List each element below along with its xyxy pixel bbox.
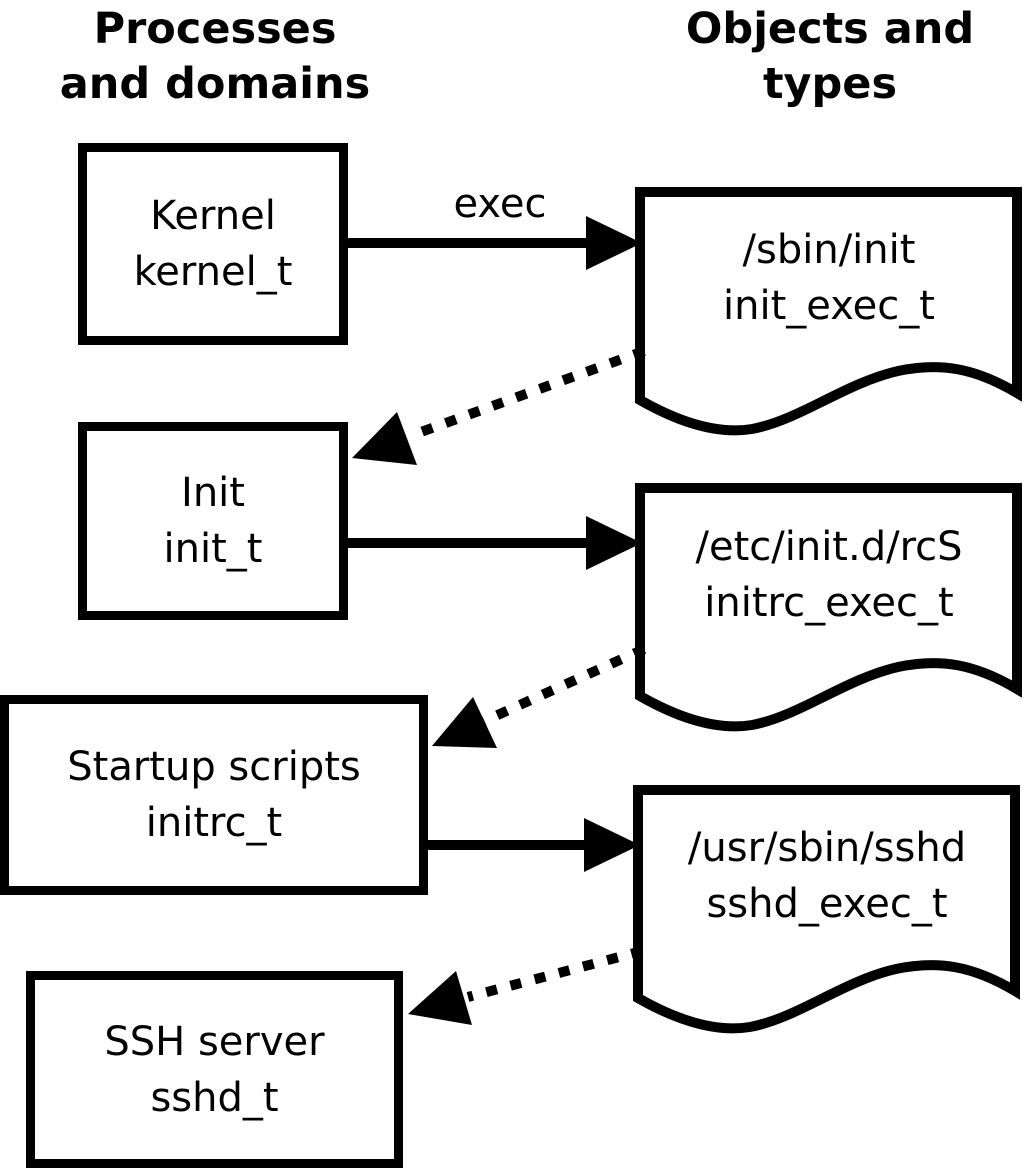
solid-arrow-initrc-to-sshd bbox=[427, 818, 640, 872]
dotted-arrow-rcs-to-initrc bbox=[432, 644, 647, 748]
header-line: Processes bbox=[93, 4, 337, 54]
process-domain: kernel_t bbox=[133, 249, 293, 295]
object-type: sshd_exec_t bbox=[706, 881, 948, 927]
process-box-ssh-server: SSH server sshd_t bbox=[26, 971, 403, 1168]
header-line: Objects and bbox=[685, 4, 975, 54]
object-path: /sbin/init bbox=[742, 227, 916, 273]
process-box-startup-scripts: Startup scripts initrc_t bbox=[0, 695, 428, 895]
column-header-processes: Processes and domains bbox=[15, 2, 415, 112]
object-doc-sbin-init: /sbin/init init_exec_t bbox=[640, 222, 1018, 334]
dotted-arrow-sshd-exec-to-sshd bbox=[408, 946, 644, 1025]
header-line: and domains bbox=[59, 59, 371, 109]
column-header-objects: Objects and types bbox=[630, 2, 1024, 112]
process-box-kernel: Kernel kernel_t bbox=[78, 143, 348, 345]
object-doc-etc-initd-rcs: /etc/init.d/rcS initrc_exec_t bbox=[640, 519, 1018, 631]
exec-arrow-label: exec bbox=[453, 181, 547, 227]
solid-arrow-kernel-to-sbin-init bbox=[348, 216, 642, 270]
object-path: /etc/init.d/rcS bbox=[695, 524, 963, 570]
process-domain: sshd_t bbox=[150, 1074, 279, 1121]
header-line: types bbox=[762, 59, 898, 109]
object-type: initrc_exec_t bbox=[704, 580, 954, 626]
object-doc-usr-sbin-sshd: /usr/sbin/sshd sshd_exec_t bbox=[638, 820, 1016, 932]
process-name: SSH server bbox=[104, 1018, 325, 1065]
object-type: init_exec_t bbox=[723, 283, 935, 329]
process-name: Kernel bbox=[150, 193, 276, 239]
dotted-arrow-sbin-init-to-init bbox=[352, 346, 646, 465]
process-name: Startup scripts bbox=[67, 744, 361, 790]
process-box-init: Init init_t bbox=[78, 422, 348, 620]
process-domain: init_t bbox=[163, 526, 263, 572]
object-path: /usr/sbin/sshd bbox=[687, 825, 967, 871]
solid-arrow-init-to-rcs bbox=[348, 516, 642, 570]
process-name: Init bbox=[181, 470, 245, 516]
process-domain: initrc_t bbox=[145, 800, 283, 846]
